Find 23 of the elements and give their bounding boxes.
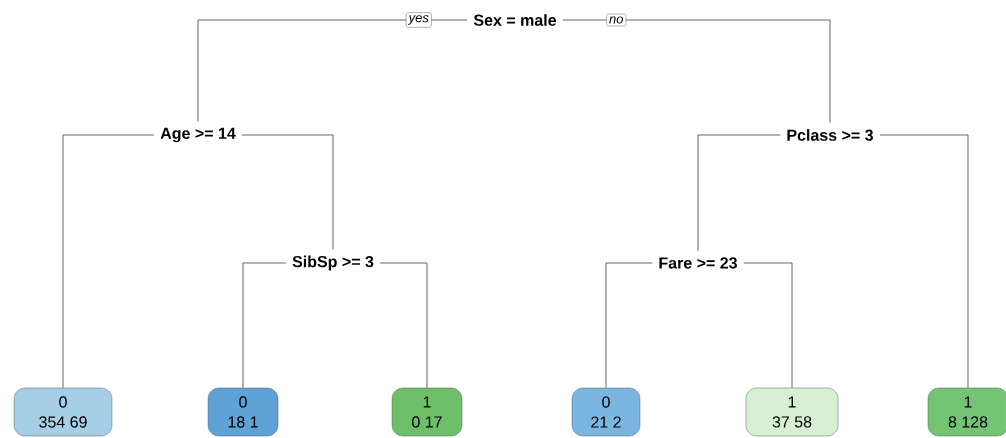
- edge-label: no: [606, 13, 627, 27]
- leaf-box: 1 8 128: [927, 387, 1006, 437]
- leaf-box: 0 18 1: [207, 387, 279, 437]
- split-label: Pclass >= 3: [787, 129, 873, 141]
- connector-line: [697, 134, 781, 252]
- connector-line: [242, 262, 287, 389]
- connector-line: [879, 134, 969, 389]
- split-label: Age >= 14: [160, 127, 236, 143]
- connector-line: [197, 19, 468, 122]
- leaf-box: 0 21 2: [571, 387, 641, 437]
- split-label: Sex = male: [473, 14, 556, 26]
- split-label: SibSp >= 3: [292, 255, 374, 271]
- connector-line: [241, 134, 334, 250]
- connector-line: [379, 262, 428, 389]
- leaf-box: 1 0 17: [391, 387, 463, 437]
- leaf-box: 0 354 69: [13, 387, 113, 437]
- connector-line: [743, 262, 793, 389]
- connector-line: [62, 134, 155, 389]
- leaf-box: 1 37 58: [745, 387, 839, 437]
- split-label: Fare >= 23: [659, 257, 737, 269]
- connector-line: [562, 19, 831, 124]
- connector-line: [605, 262, 653, 389]
- edge-label: yes: [405, 12, 432, 28]
